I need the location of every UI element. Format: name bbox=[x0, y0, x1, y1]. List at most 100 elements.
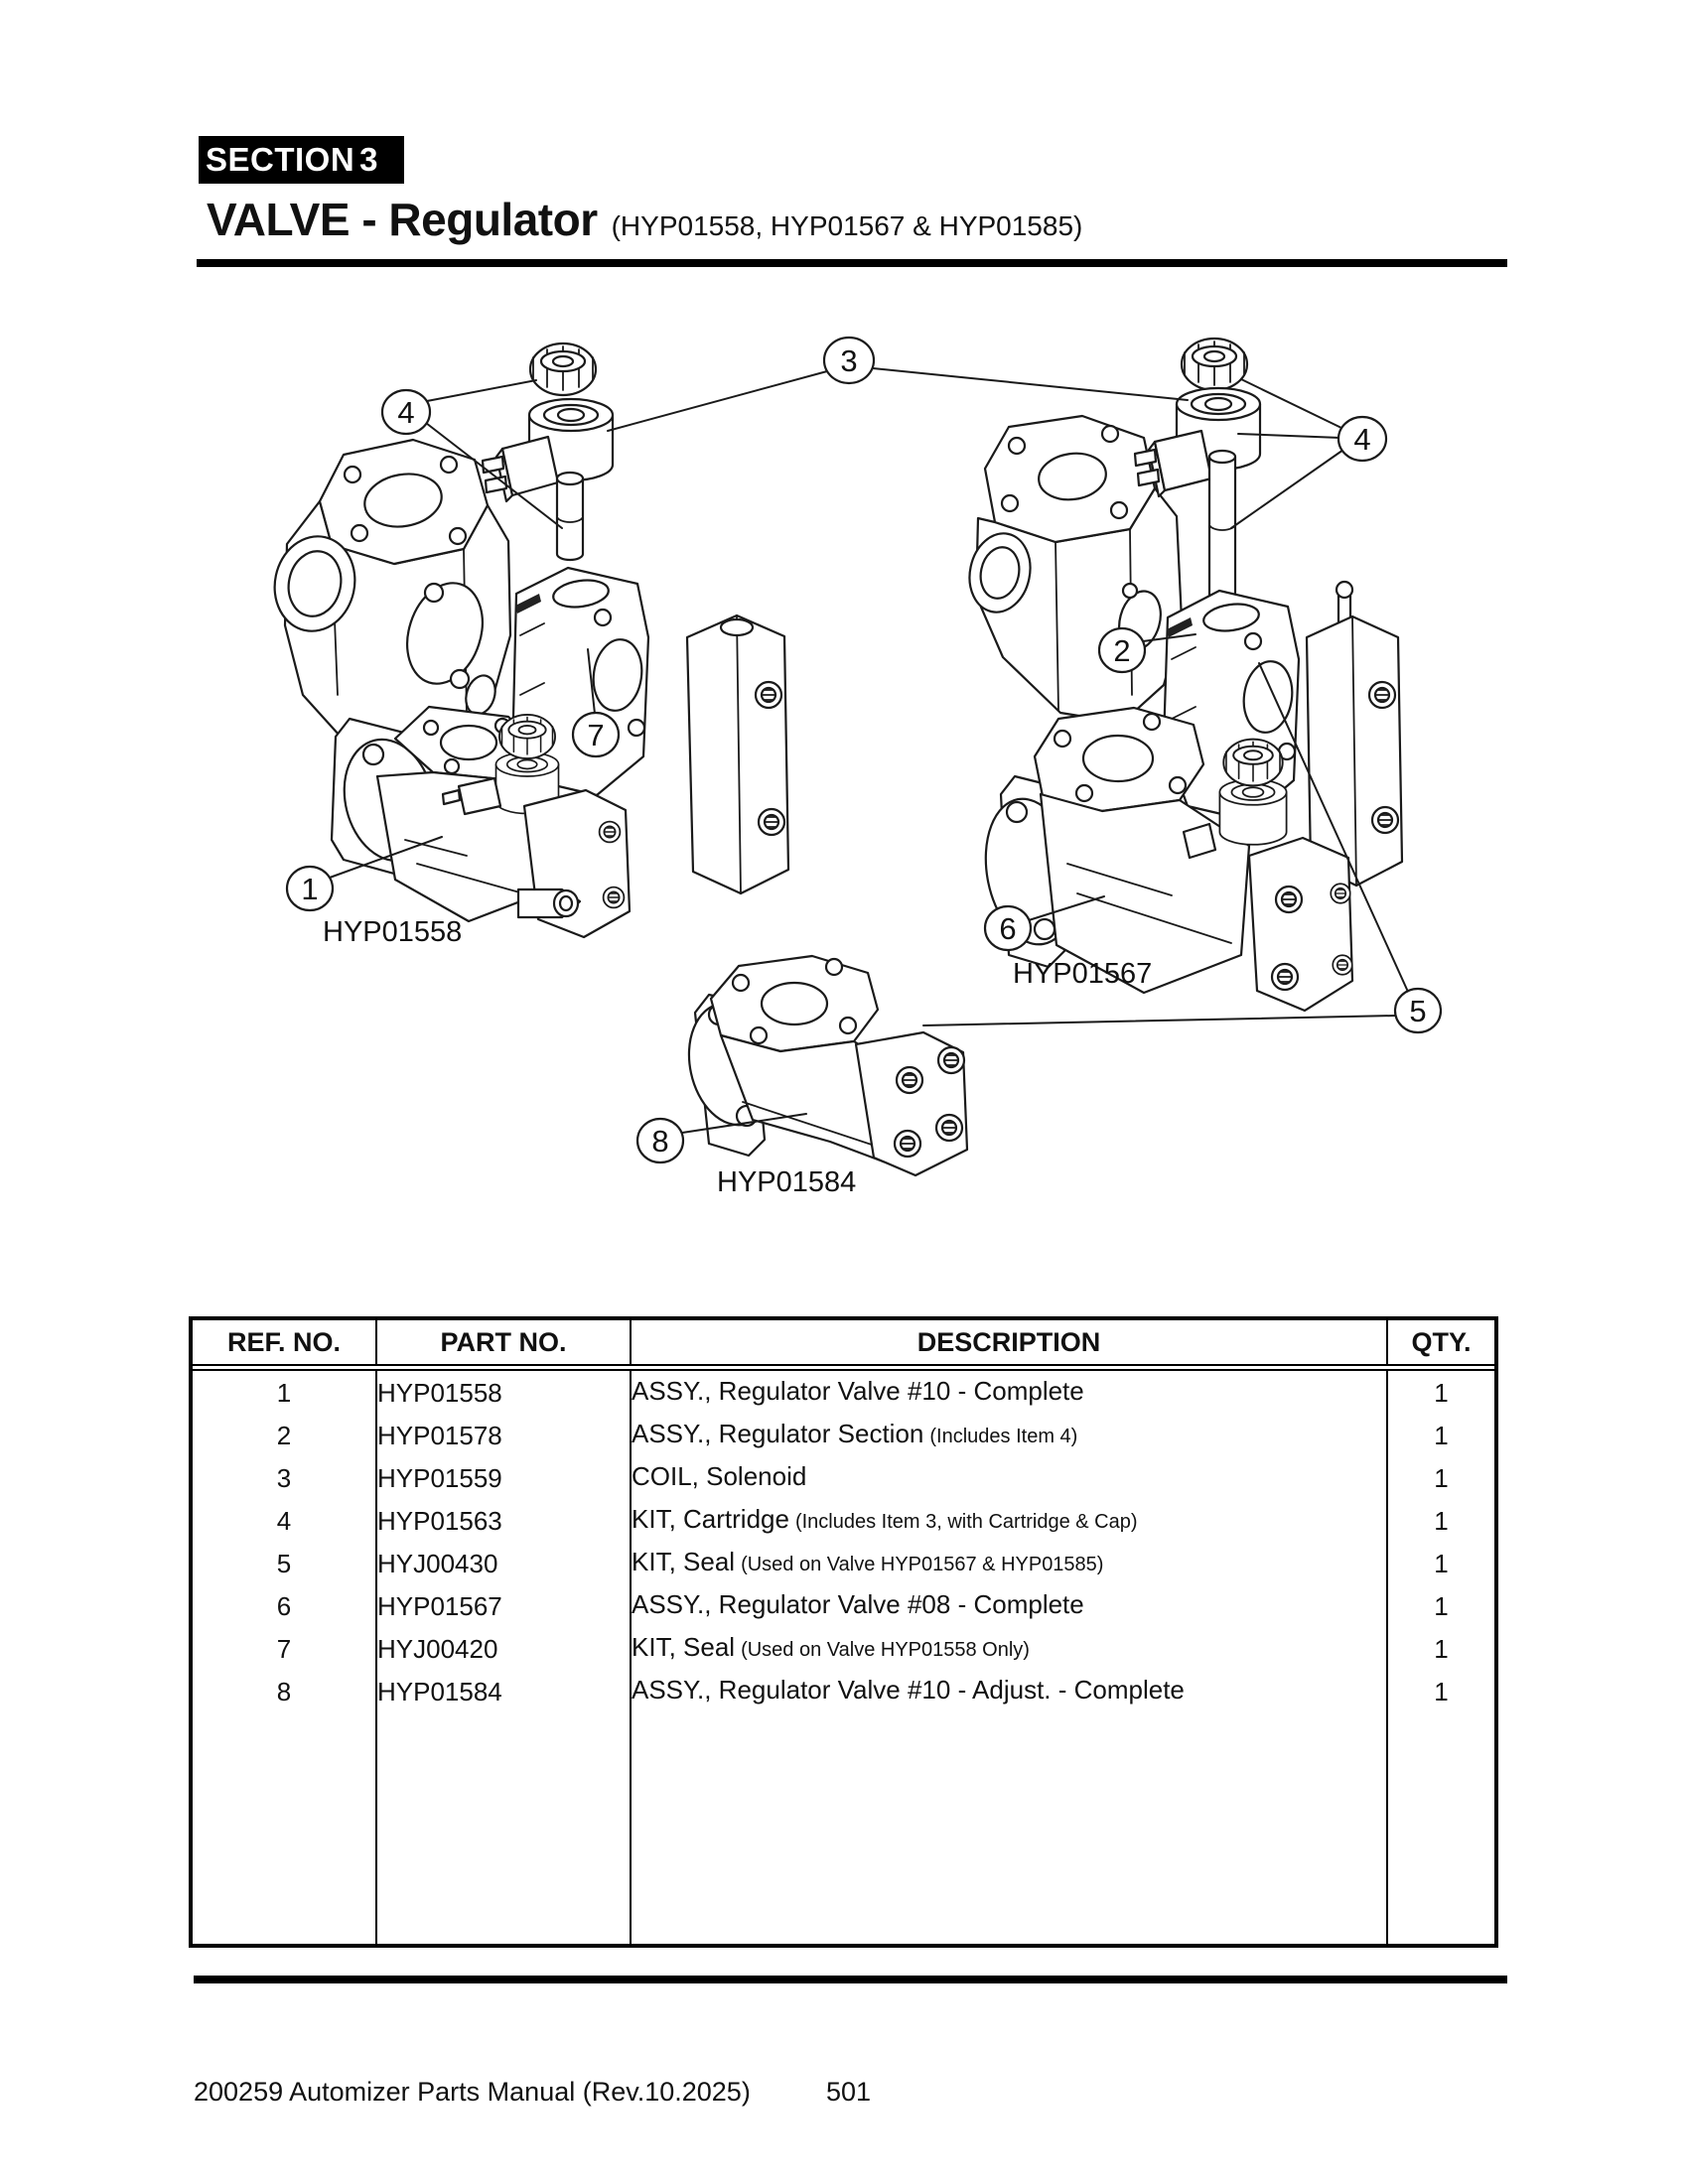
callout-7-number: 7 bbox=[587, 718, 604, 752]
page-title: VALVE - Regulator (HYP01558, HYP01567 & … bbox=[207, 193, 1082, 246]
cell-ref: 8 bbox=[193, 1670, 377, 1712]
filler-cell bbox=[193, 1712, 377, 1944]
callout-5: 5 bbox=[1393, 987, 1443, 1034]
cell-part: HYP01567 bbox=[376, 1584, 632, 1627]
leader-lines bbox=[329, 367, 1409, 1134]
desc-main: ASSY., Regulator Valve #10 - Complete bbox=[632, 1376, 1084, 1406]
cell-desc: ASSY., Regulator Valve #08 - Complete bbox=[631, 1584, 1388, 1627]
part-label-hyp01584: HYP01584 bbox=[717, 1166, 856, 1198]
desc-note: (Includes Item 3, with Cartridge & Cap) bbox=[794, 1511, 1138, 1533]
exploded-right-solenoid-cap-icon bbox=[1180, 337, 1249, 392]
cell-part: HYP01563 bbox=[376, 1499, 632, 1542]
cell-part: HYJ00430 bbox=[376, 1542, 632, 1584]
parts-table: REF. NO. PART NO. DESCRIPTION QTY. 1 HYP… bbox=[189, 1316, 1498, 1948]
callout-4-right-number: 4 bbox=[1353, 422, 1370, 457]
cell-qty: 1 bbox=[1434, 1676, 1449, 1706]
table-row: 6 HYP01567 ASSY., Regulator Valve #08 - … bbox=[193, 1584, 1494, 1627]
cell-part: HYP01578 bbox=[376, 1414, 632, 1456]
cell-qty: 1 bbox=[1434, 1505, 1449, 1536]
col-header-qty: QTY. bbox=[1387, 1320, 1494, 1371]
col-header-part: PART NO. bbox=[376, 1320, 632, 1371]
desc-main: ASSY., Regulator Valve #08 - Complete bbox=[632, 1589, 1084, 1619]
callout-4-right: 4 bbox=[1336, 415, 1388, 463]
table-row: 8 HYP01584 ASSY., Regulator Valve #10 - … bbox=[193, 1670, 1494, 1712]
callout-6: 6 bbox=[983, 904, 1033, 952]
cell-ref: 2 bbox=[193, 1414, 377, 1456]
cell-part: HYP01584 bbox=[376, 1670, 632, 1712]
exploded-right-connector bbox=[1133, 429, 1213, 498]
title-rule bbox=[197, 259, 1507, 267]
cell-desc: ASSY., Regulator Section(Includes Item 4… bbox=[631, 1414, 1388, 1456]
table-row: 2 HYP01578 ASSY., Regulator Section(Incl… bbox=[193, 1414, 1494, 1456]
cell-qty: 1 bbox=[1434, 1633, 1449, 1664]
cell-ref: 3 bbox=[193, 1456, 377, 1499]
page-title-models: (HYP01558, HYP01567 & HYP01585) bbox=[611, 210, 1083, 241]
part-label-hyp01567: HYP01567 bbox=[1013, 958, 1152, 990]
exploded-left-solenoid-cap-icon bbox=[528, 341, 598, 397]
table-header-row: REF. NO. PART NO. DESCRIPTION QTY. bbox=[193, 1320, 1494, 1371]
cell-desc: COIL, Solenoid bbox=[631, 1456, 1388, 1499]
desc-note: (Includes Item 4) bbox=[929, 1426, 1078, 1447]
cell-ref: 7 bbox=[193, 1627, 377, 1670]
desc-note: (Used on Valve HYP01567 & HYP01585) bbox=[741, 1554, 1104, 1575]
table-row: 1 HYP01558 ASSY., Regulator Valve #10 - … bbox=[193, 1367, 1494, 1414]
callout-4-left: 4 bbox=[380, 388, 432, 436]
desc-main: KIT, Seal bbox=[632, 1547, 736, 1576]
cell-desc: KIT, Seal(Used on Valve HYP01558 Only) bbox=[631, 1627, 1388, 1670]
exploded-right-cartridge-stem bbox=[1207, 449, 1237, 615]
callout-6-number: 6 bbox=[999, 911, 1016, 946]
desc-main: KIT, Seal bbox=[632, 1632, 736, 1662]
footer-manual-info: 200259 Automizer Parts Manual (Rev.10.20… bbox=[194, 2077, 751, 2107]
col-header-ref: REF. NO. bbox=[193, 1320, 377, 1371]
filler-cell bbox=[631, 1712, 1388, 1944]
callout-3: 3 bbox=[822, 336, 876, 385]
table-row: 3 HYP01559 COIL, Solenoid 1 bbox=[193, 1456, 1494, 1499]
cell-part: HYJ00420 bbox=[376, 1627, 632, 1670]
page-title-main: VALVE - Regulator bbox=[207, 194, 598, 245]
desc-main: KIT, Cartridge bbox=[632, 1504, 789, 1534]
table-row: 4 HYP01563 KIT, Cartridge(Includes Item … bbox=[193, 1499, 1494, 1542]
assembly-hyp01584 bbox=[687, 954, 969, 1177]
callout-2-number: 2 bbox=[1113, 633, 1130, 668]
desc-note: (Used on Valve HYP01558 Only) bbox=[741, 1639, 1030, 1661]
filler-cell bbox=[1387, 1712, 1494, 1944]
cell-part: HYP01558 bbox=[376, 1367, 632, 1414]
callout-1-number: 1 bbox=[301, 872, 318, 906]
exploded-left-valve-body bbox=[273, 438, 512, 761]
cell-ref: 4 bbox=[193, 1499, 377, 1542]
filler-cell bbox=[376, 1712, 632, 1944]
callout-4-left-number: 4 bbox=[397, 395, 414, 430]
exploded-left-manifold-block bbox=[685, 614, 790, 895]
col-header-desc: DESCRIPTION bbox=[631, 1320, 1388, 1371]
table-row: 7 HYJ00420 KIT, Seal(Used on Valve HYP01… bbox=[193, 1627, 1494, 1670]
exploded-right-manifold-block bbox=[1305, 580, 1404, 887]
assembly-hyp01567 bbox=[984, 706, 1354, 1013]
exploded-right-valve-body bbox=[968, 414, 1184, 725]
callout-2: 2 bbox=[1097, 626, 1147, 674]
exploded-left-connector bbox=[481, 435, 560, 503]
section-banner: SECTION 3 bbox=[199, 136, 404, 184]
callout-7: 7 bbox=[571, 711, 621, 758]
cell-desc: KIT, Seal(Used on Valve HYP01567 & HYP01… bbox=[631, 1542, 1388, 1584]
cell-ref: 6 bbox=[193, 1584, 377, 1627]
cell-qty: 1 bbox=[1434, 1420, 1449, 1450]
footer-page-number: 501 bbox=[826, 2077, 872, 2107]
desc-main: ASSY., Regulator Section bbox=[632, 1419, 924, 1448]
callout-3-number: 3 bbox=[840, 343, 857, 378]
desc-main: COIL, Solenoid bbox=[632, 1461, 807, 1491]
part-label-hyp01558: HYP01558 bbox=[323, 916, 462, 948]
table-filler-row bbox=[193, 1712, 1494, 1944]
desc-main: ASSY., Regulator Valve #10 - Adjust. - C… bbox=[632, 1675, 1185, 1705]
cell-qty: 1 bbox=[1434, 1462, 1449, 1493]
cell-desc: ASSY., Regulator Valve #10 - Adjust. - C… bbox=[631, 1670, 1388, 1712]
callout-5-number: 5 bbox=[1409, 994, 1426, 1028]
cell-part: HYP01559 bbox=[376, 1456, 632, 1499]
cell-qty: 1 bbox=[1434, 1548, 1449, 1578]
cell-qty: 1 bbox=[1434, 1590, 1449, 1621]
cell-desc: ASSY., Regulator Valve #10 - Complete bbox=[631, 1367, 1388, 1414]
cell-desc: KIT, Cartridge(Includes Item 3, with Car… bbox=[631, 1499, 1388, 1542]
callout-8-number: 8 bbox=[651, 1124, 668, 1159]
section-number: 3 bbox=[359, 141, 378, 178]
footer-rule bbox=[194, 1976, 1507, 1983]
